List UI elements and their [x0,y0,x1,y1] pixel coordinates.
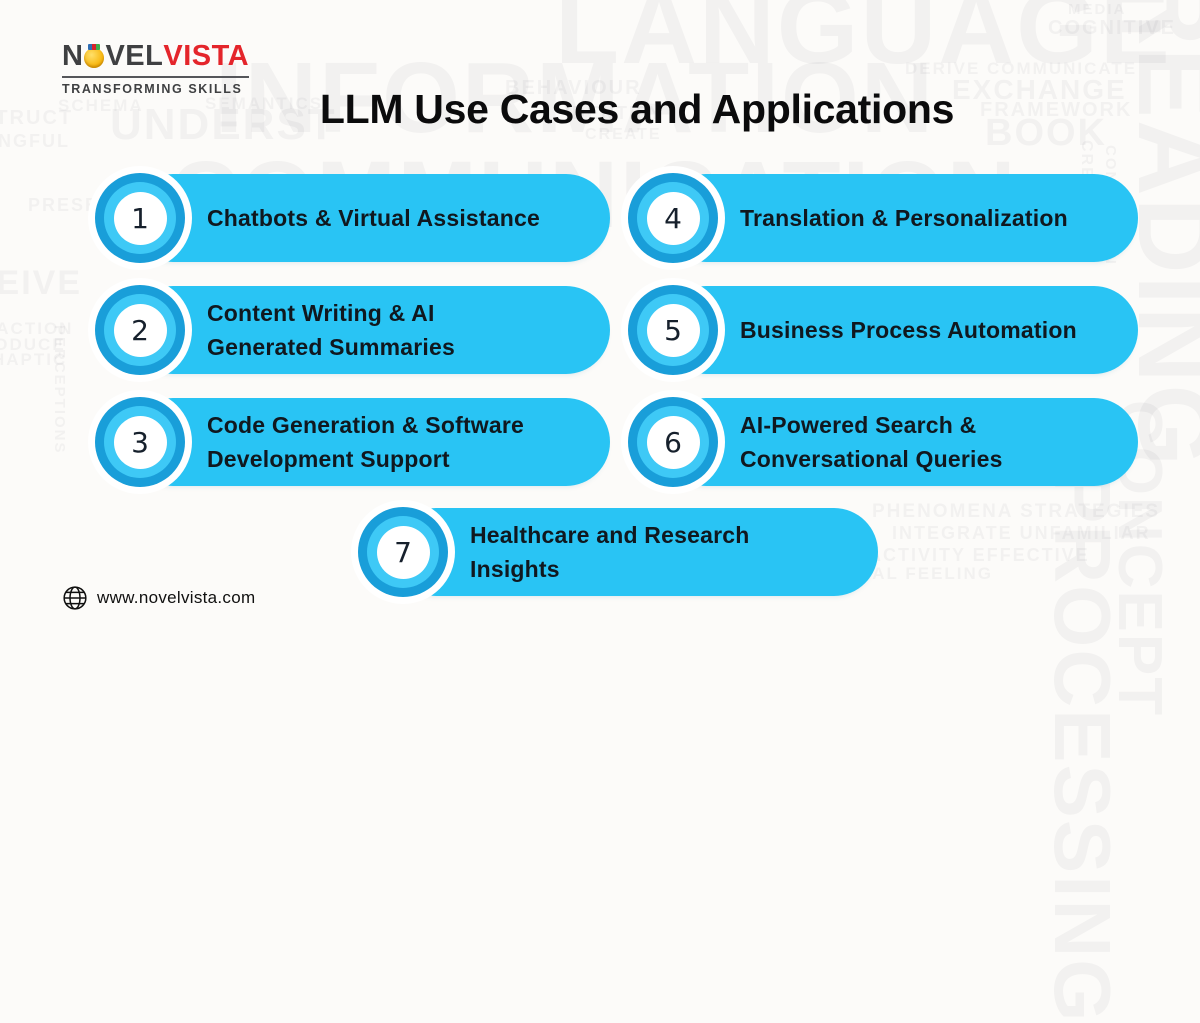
logo-text-vista: VISTA [163,40,250,72]
use-case-number-badge: 3 [95,397,185,487]
logo-text-vel: VEL [105,40,164,72]
use-case-number: 4 [664,201,682,235]
watermark-word: RODUCE [0,336,66,353]
use-case-label: Code Generation & Software Development S… [207,411,525,473]
use-case-number-badge: 1 [95,173,185,263]
use-case-number-badge: 4 [628,173,718,263]
watermark-word: INTEGRATE UNFAMILIAR [892,524,1151,542]
use-case-number-badge: 7 [358,507,448,597]
footer: www.novelvista.com [62,585,255,611]
watermark-word: DERIVE COMMUNICATE [905,60,1137,77]
badge-core: 3 [113,415,167,469]
watermark-word: COGNITIVE [1048,18,1176,38]
watermark-word: PERCEPTIONS [51,325,68,455]
badge-ring: 6 [637,406,709,478]
use-case-pill: Chatbots & Virtual Assistance [129,174,610,262]
use-case-pill: AI-Powered Search & Conversational Queri… [662,398,1138,486]
use-case-item-2: Content Writing & AI Generated Summaries… [95,285,610,375]
globe-icon [63,586,87,610]
use-case-item-5: Business Process Automation 5 [628,285,1138,375]
watermark-word: LANGUAGE [555,0,1172,80]
use-case-item-3: Code Generation & Software Development S… [95,397,610,487]
watermark-word: ACTIVITY EFFECTIVE [868,546,1090,564]
watermark-word: RACTION [0,320,73,337]
badge-ring: 5 [637,294,709,366]
use-case-number: 5 [664,313,682,347]
use-case-number-badge: 2 [95,285,185,375]
use-case-item-4: Translation & Personalization 4 [628,173,1138,263]
badge-core: 4 [646,191,700,245]
watermark-word: PROCESSING [1038,470,1127,1023]
use-case-pill: Business Process Automation [662,286,1138,374]
watermark-word: NINGFUL [0,132,70,150]
badge-ring: 4 [637,182,709,254]
use-case-label: Content Writing & AI Generated Summaries [207,299,455,361]
use-case-number-badge: 6 [628,397,718,487]
use-case-label: Chatbots & Virtual Assistance [207,204,540,231]
logo-divider [62,76,250,78]
use-case-number: 7 [394,535,412,569]
use-case-number: 6 [664,425,682,459]
badge-ring: 2 [104,294,176,366]
badge-ring: 7 [367,516,439,588]
use-case-number: 2 [131,313,149,347]
page-title: LLM Use Cases and Applications [319,86,955,132]
watermark-word: PHENOMENA STRATEGIES [872,502,1160,521]
use-case-label: Healthcare and Research Insights [470,521,750,583]
website-url: www.novelvista.com [97,588,256,607]
badge-core: 1 [113,191,167,245]
badge-ring: 1 [104,182,176,254]
medal-icon [84,43,105,68]
watermark-word: MEDIA [1068,2,1126,17]
use-case-number: 3 [131,425,149,459]
badge-core: 2 [113,303,167,357]
use-case-pill: Healthcare and Research Insights [392,508,878,596]
watermark-word: CEIVE [0,266,82,300]
use-case-pill: Code Generation & Software Development S… [129,398,610,486]
use-case-label: Translation & Personalization [740,204,1068,231]
use-case-pill: Translation & Personalization [662,174,1138,262]
watermark-word: HAPTIC [0,351,67,368]
use-case-number: 1 [131,201,149,235]
use-case-item-6: AI-Powered Search & Conversational Queri… [628,397,1138,487]
logo-text-n: N [62,40,84,72]
badge-core: 6 [646,415,700,469]
use-case-item-1: Chatbots & Virtual Assistance 1 [95,173,610,263]
badge-ring: 3 [104,406,176,478]
use-case-label: AI-Powered Search & Conversational Queri… [740,411,1003,473]
use-case-pill: Content Writing & AI Generated Summaries [129,286,610,374]
use-case-label: Business Process Automation [740,316,1077,343]
badge-core: 7 [376,525,430,579]
use-case-number-badge: 5 [628,285,718,375]
watermark-word: RAL FEELING [858,565,993,582]
logo-tagline: TRANSFORMING SKILLS [62,82,243,96]
use-case-item-7: Healthcare and Research Insights 7 [358,507,878,597]
badge-core: 5 [646,303,700,357]
